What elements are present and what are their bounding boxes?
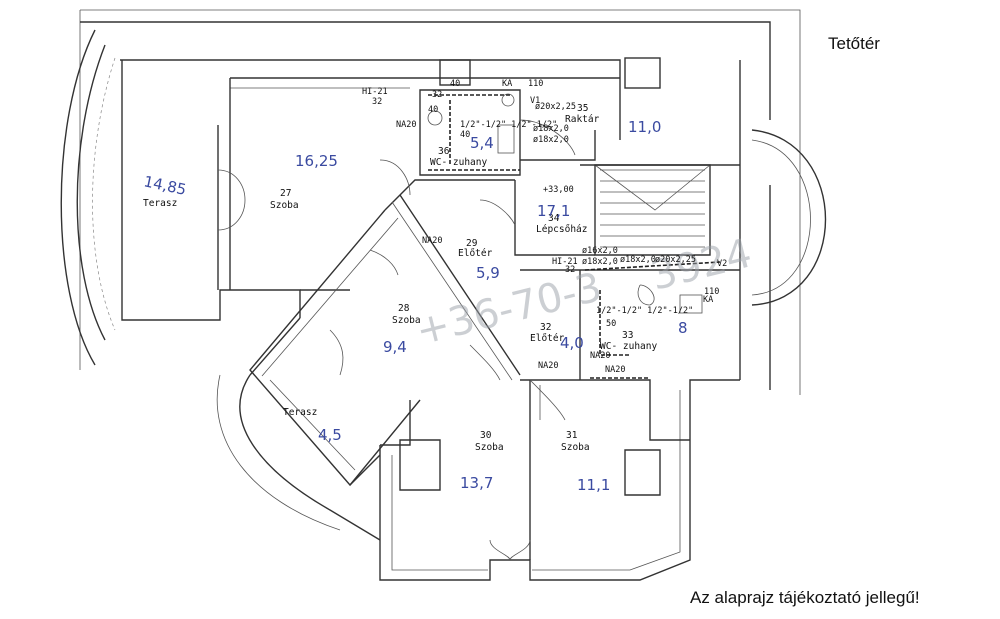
diagonal-wing [216,179,521,541]
room-34-number: 34 [548,213,560,224]
pipe-spec-1: ø20x2,25 [535,102,576,112]
level-mark: +33,00 [543,185,574,195]
pipe-spec-4: ø16x2,0 [582,246,618,256]
na-label-1: NA20 [396,120,416,130]
dim-40-b: 40 [428,105,438,115]
ka-label-2: KA [703,295,713,305]
terrace-lower-area: 4,5 [318,426,342,444]
dim-110-b: 110 [704,287,719,297]
terrace-left-name: Terasz [143,198,177,209]
room-30-number: 30 [480,430,492,441]
room-29-name: Előtér [458,248,493,259]
room-31-name: Szoba [561,442,590,453]
room-33-number: 33 [622,330,633,341]
door-swings [217,159,516,381]
room-33-area: 8 [678,319,688,337]
room-29-number: 29 [466,238,478,249]
pipe-spec-8: 1/2"-1/2" 1/2"-1/2" [460,120,557,130]
hi-label-1-num: 32 [372,97,382,107]
na-label-3: NA20 [538,361,558,371]
room-28-area: 9,4 [383,338,407,356]
room-34-name: Lépcsőház [536,224,587,235]
na-label-2: NA20 [422,236,442,246]
terrace-left-area: 14,85 [142,172,188,199]
room-35-name: Raktár [565,114,600,125]
room-31-area: 11,1 [577,476,610,494]
chimney-top-right [624,57,661,89]
disclaimer-note: Az alaprajz tájékoztató jellegű! [690,588,920,607]
room-labels: 27 Szoba 16,25 Terasz 14,85 28 Szoba 9,4… [142,103,687,494]
room-28-name: Szoba [392,315,421,326]
room-27-name: Szoba [270,200,299,211]
room-27-number: 27 [280,188,291,199]
room-36-name: WC- zuhany [430,157,487,168]
hi-label-2: HI-21 [552,257,578,267]
room-29-area: 5,9 [476,264,500,282]
terrace-lower-name: Terasz [283,407,317,418]
room-31-number: 31 [566,430,578,441]
room-33-name: WC- zuhany [600,341,657,352]
dim-110-a: 110 [528,79,543,89]
pipe-spec-7: ø20x2,25 [655,255,696,265]
room-32-name: Előtér [530,333,565,344]
room-30-area: 13,7 [460,474,493,492]
outer-walls [60,9,801,395]
ka-label-1: KA [502,79,512,89]
hi-label-1: HI-21 [362,87,388,97]
room-36-number: 36 [438,146,450,157]
dim-32-a: 32 [432,90,442,100]
bathroom-33 [520,261,740,380]
na-label-5: NA20 [605,365,625,375]
lower-rooms [379,379,740,581]
staircase [514,130,740,256]
pipe-spec-3: ø18x2,0 [533,135,569,145]
room-30-name: Szoba [475,442,504,453]
dim-40-a: 40 [450,79,460,89]
room-36-area: 5,4 [470,134,494,152]
chimney-top-left [439,59,471,86]
room-32-number: 32 [540,322,551,333]
na-label-4: NA20 [590,351,610,361]
pipe-spec-2: ø18x2,0 [533,124,569,134]
bathroom-36 [419,89,576,176]
bay-window-right [751,129,826,306]
pipe-spec-6: ø18x2,0 [620,255,656,265]
room-35-number: 35 [577,103,588,114]
dim-40-c: 40 [460,130,470,140]
floor-heading: Tetőtér [828,34,880,53]
room-32-area: 4,0 [560,334,584,352]
pipe-spec-5: ø18x2,0 [582,257,618,267]
room-34-area: 17,1 [537,202,570,220]
technical-annotations: +33,00 HI-21 32 HI-21 32 NA20 NA20 NA20 … [362,79,727,375]
room-28-number: 28 [398,303,410,314]
valve-v2: V2 [717,259,727,269]
hi-label-2-num: 32 [565,265,575,275]
room-35-area: 11,0 [628,118,661,136]
room-27-area: 16,25 [295,152,338,170]
valve-v1: V1 [530,96,540,106]
dim-50: 50 [606,319,616,329]
pipe-spec-9: 1/2"-1/2" 1/2"-1/2" [596,306,693,316]
